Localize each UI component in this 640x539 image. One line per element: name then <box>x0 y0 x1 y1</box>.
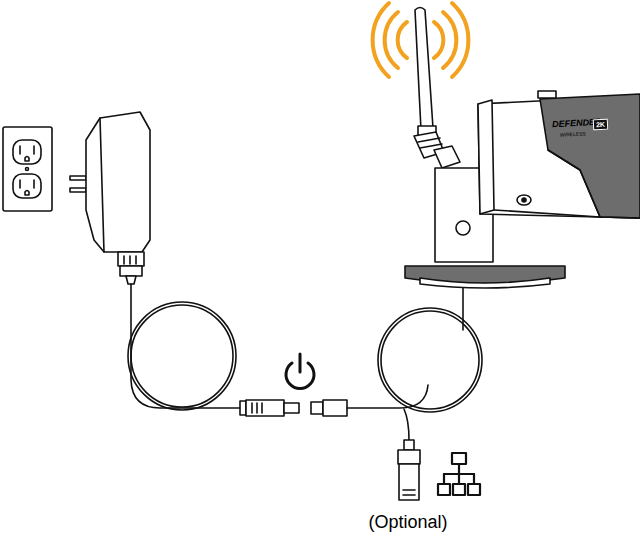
power-symbol <box>286 354 314 388</box>
adapter-cord <box>128 284 299 416</box>
resolution-badge: 2K <box>593 118 609 130</box>
network-icon <box>438 453 480 495</box>
power-adapter <box>70 112 150 284</box>
brand-subtitle: WIRELESS <box>560 131 586 137</box>
camera <box>405 8 640 289</box>
camera-cord <box>311 286 482 500</box>
wall-outlet <box>3 127 52 211</box>
optional-note: (Optional) <box>368 513 447 531</box>
